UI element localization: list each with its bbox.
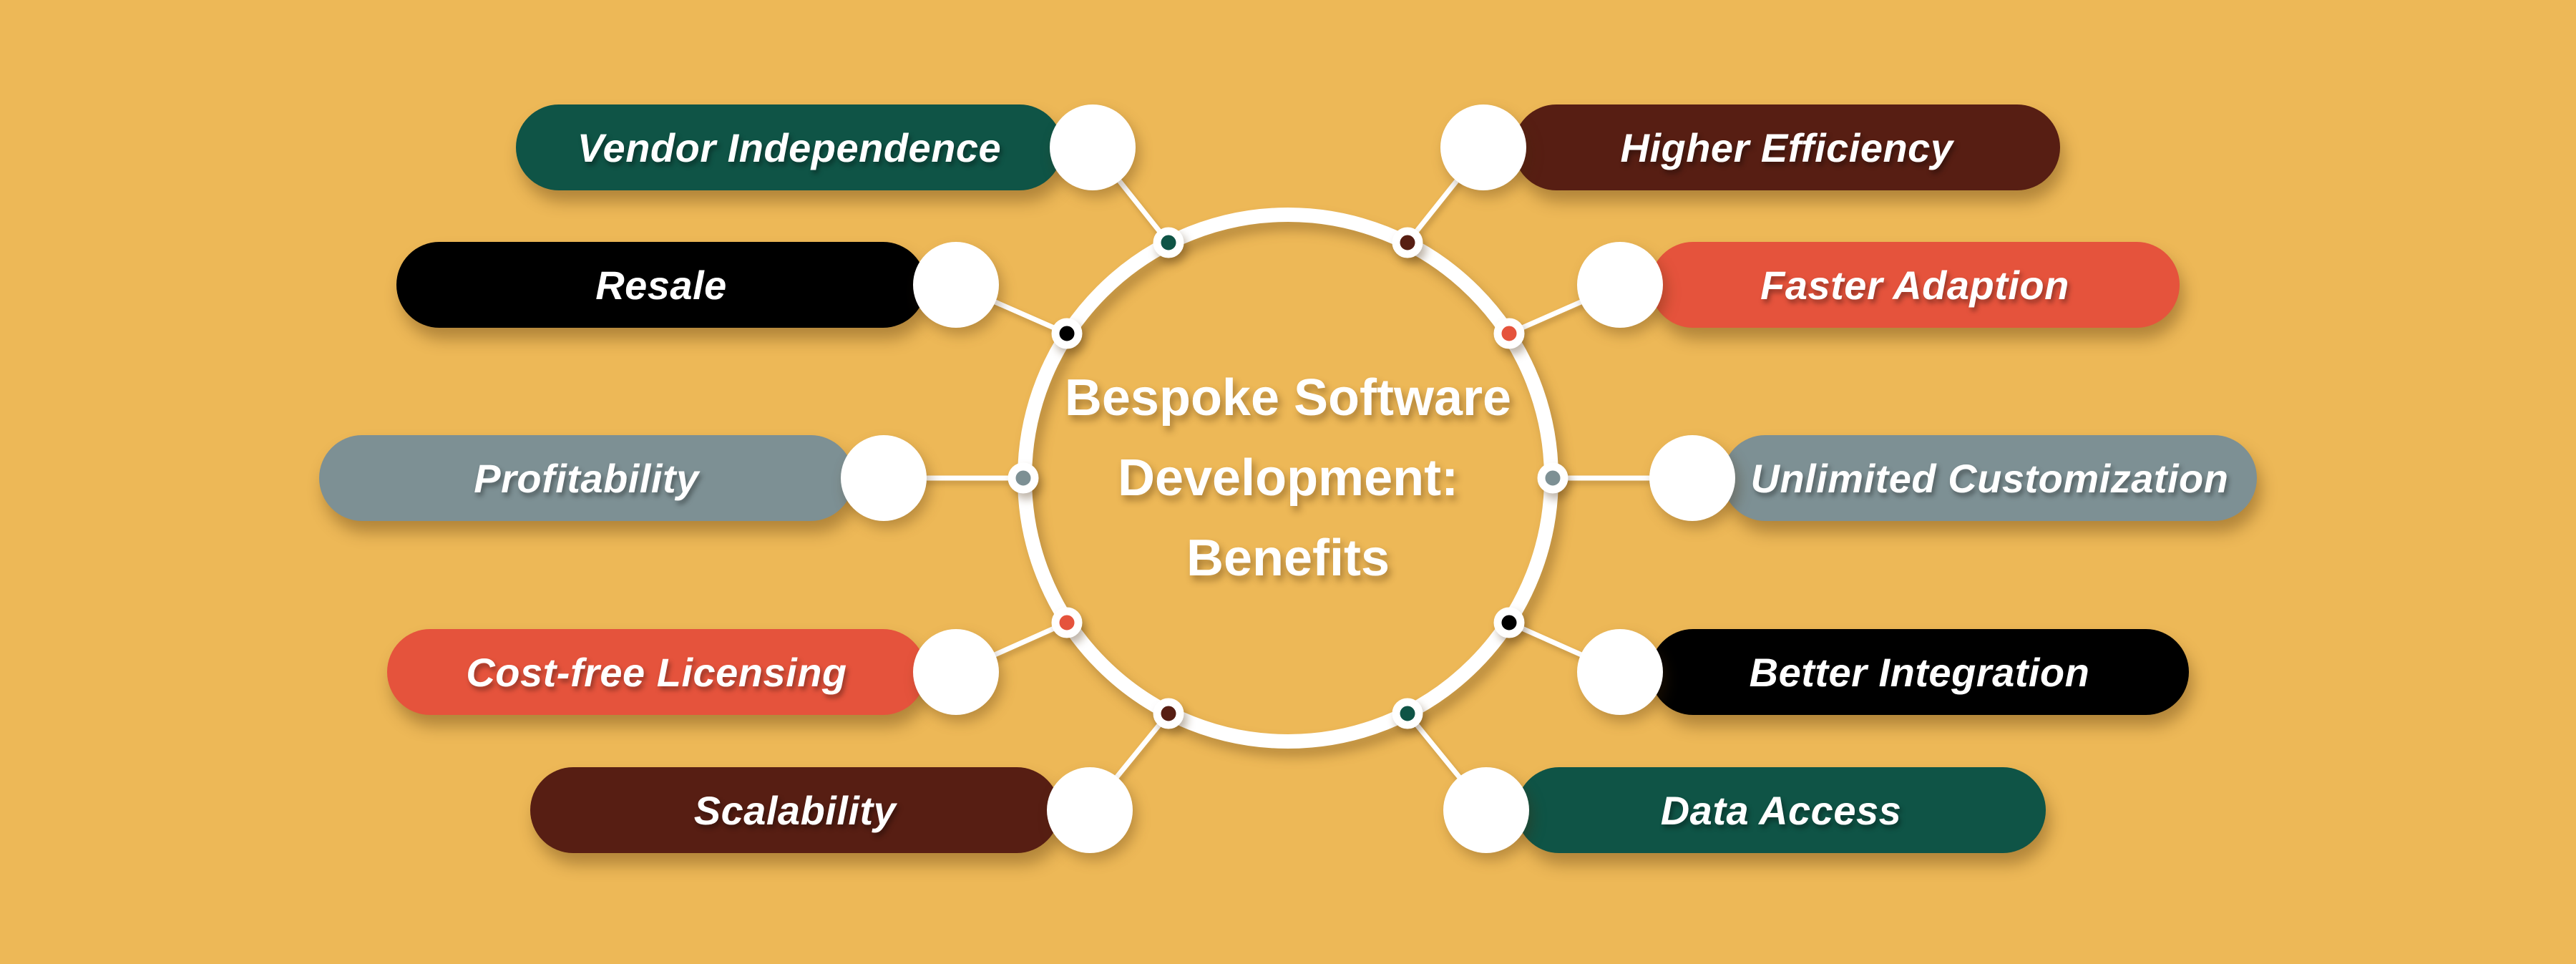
pill-label: Faster Adaption bbox=[1760, 262, 2069, 308]
pill-resale: Resale bbox=[396, 242, 926, 328]
pill-unlimited-customization: Unlimited Customization bbox=[1722, 435, 2257, 521]
node-circle-resale bbox=[913, 242, 999, 328]
pill-label: Higher Efficiency bbox=[1620, 125, 1953, 170]
connector-line-resale bbox=[955, 282, 1068, 336]
pill-label: Cost-free Licensing bbox=[466, 649, 847, 695]
center-title: Bespoke Software Development: Benefits bbox=[1002, 358, 1574, 598]
pill-label: Data Access bbox=[1660, 787, 1902, 833]
pill-label: Unlimited Customization bbox=[1750, 455, 2229, 501]
pill-better-integration: Better Integration bbox=[1650, 629, 2189, 715]
pill-label: Profitability bbox=[474, 455, 699, 501]
connector-line-vendor-independence bbox=[1091, 145, 1171, 245]
pill-label: Resale bbox=[595, 262, 727, 308]
connector-line-scalability bbox=[1088, 711, 1171, 812]
pill-cost-free-licensing: Cost-free Licensing bbox=[387, 629, 926, 715]
node-circle-scalability bbox=[1047, 767, 1133, 853]
pill-data-access: Data Access bbox=[1516, 767, 2046, 853]
ring-dot-vendor-independence bbox=[1153, 227, 1184, 258]
pill-label: Scalability bbox=[693, 787, 897, 833]
pill-scalability: Scalability bbox=[530, 767, 1060, 853]
ring-dot-scalability bbox=[1153, 698, 1184, 729]
ring-dot-higher-efficiency bbox=[1392, 227, 1423, 258]
center-title-line-2: Development: bbox=[1117, 449, 1459, 507]
ring-dot-faster-adaption bbox=[1493, 318, 1525, 349]
pill-higher-efficiency: Higher Efficiency bbox=[1513, 104, 2060, 190]
connector-line-higher-efficiency bbox=[1405, 145, 1485, 245]
node-circle-profitability bbox=[841, 435, 927, 521]
pill-faster-adaption: Faster Adaption bbox=[1650, 242, 2180, 328]
ring-dot-data-access bbox=[1392, 698, 1423, 729]
node-circle-vendor-independence bbox=[1050, 104, 1136, 190]
connector-line-data-access bbox=[1405, 711, 1488, 812]
pill-vendor-independence: Vendor Independence bbox=[516, 104, 1063, 190]
connector-line-cost-free-licensing bbox=[955, 620, 1068, 675]
center-title-line-1: Bespoke Software bbox=[1064, 369, 1512, 427]
pill-profitability: Profitability bbox=[319, 435, 854, 521]
ring-dot-resale bbox=[1051, 318, 1083, 349]
ring-dot-better-integration bbox=[1493, 607, 1525, 638]
pill-label: Vendor Independence bbox=[577, 125, 1002, 170]
connector-line-faster-adaption bbox=[1508, 282, 1621, 336]
center-title-line-3: Benefits bbox=[1186, 530, 1390, 587]
ring-dot-cost-free-licensing bbox=[1051, 607, 1083, 638]
pill-label: Better Integration bbox=[1749, 649, 2090, 695]
node-circle-cost-free-licensing bbox=[913, 629, 999, 715]
connector-line-better-integration bbox=[1508, 620, 1621, 675]
